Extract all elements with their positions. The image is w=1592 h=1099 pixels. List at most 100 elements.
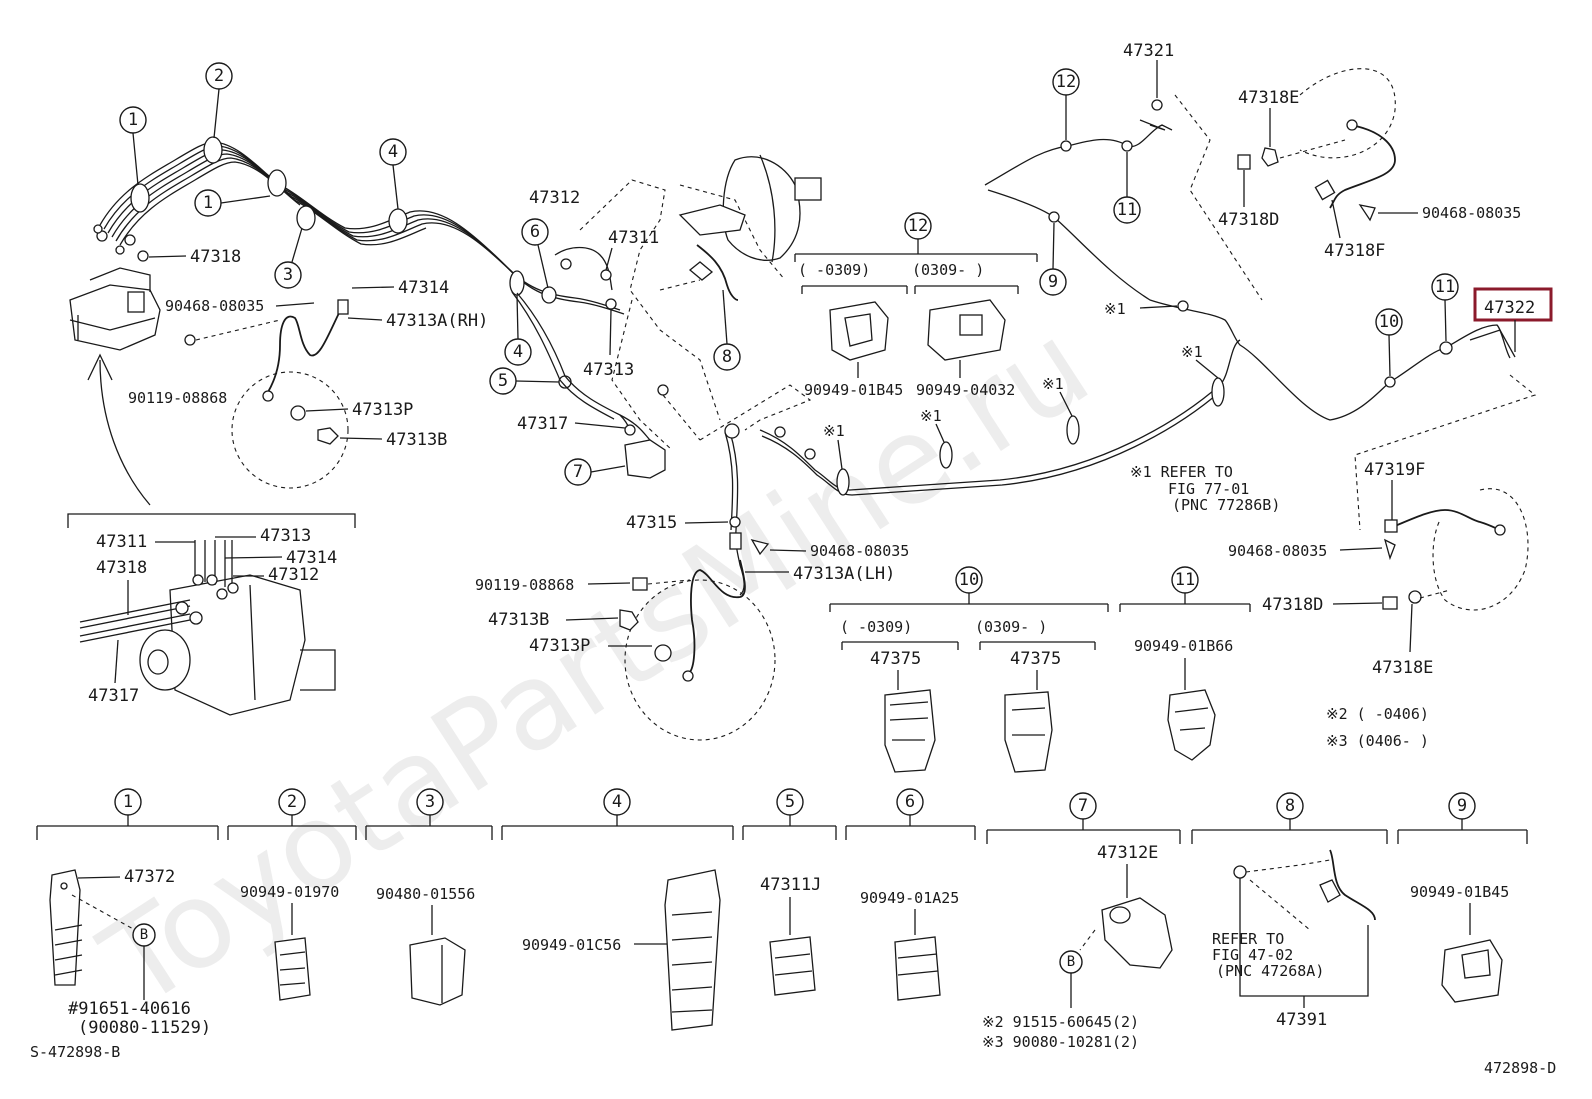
callout-7: 7 bbox=[573, 462, 583, 482]
bottom-group-7: 7 47312E B ※2 91515-60645(2) ※3 90080-10… bbox=[982, 792, 1181, 1051]
label-47318d-top: 47318D bbox=[1218, 210, 1279, 230]
callout-4b: 4 bbox=[513, 342, 523, 362]
label-47312: 47312 bbox=[529, 188, 580, 208]
label-47375-a: 47375 bbox=[870, 649, 921, 669]
label-47318e-right: 47318E bbox=[1372, 658, 1433, 678]
label-47313p-left: 47313P bbox=[352, 400, 413, 420]
bottom-group-6: 6 90949-01A25 bbox=[845, 788, 976, 1001]
label-47318f: 47318F bbox=[1324, 241, 1385, 261]
note-2: ※2 ( -0406) bbox=[1326, 705, 1429, 723]
group-12-range-a: ( -0309) bbox=[798, 261, 870, 279]
callout-10: 10 bbox=[1379, 312, 1399, 332]
mark-1-c: ※1 bbox=[1042, 375, 1064, 393]
callout-8: 8 bbox=[722, 347, 732, 367]
bottom-label-90480-01556: 90480-01556 bbox=[376, 885, 475, 903]
callout-3: 3 bbox=[283, 265, 293, 285]
brake-hose-rh bbox=[184, 299, 349, 489]
mark-1-a: ※1 bbox=[1104, 300, 1126, 318]
label-47313a-rh: 47313A(RH) bbox=[386, 311, 488, 331]
bottom-b-label-1: B bbox=[140, 927, 148, 943]
brake-booster bbox=[657, 154, 822, 441]
mark-1-b: ※1 bbox=[1181, 343, 1203, 361]
bottom-label-90080-11529: (90080-11529) bbox=[78, 1018, 211, 1038]
group-10-range-a: ( -0309) bbox=[840, 618, 912, 636]
callout-2: 2 bbox=[214, 66, 224, 86]
label-47315: 47315 bbox=[626, 513, 677, 533]
bottom-group-9: 9 90949-01B45 bbox=[1397, 792, 1528, 1003]
callout-1a: 1 bbox=[128, 110, 138, 130]
inset-label-47313: 47313 bbox=[260, 526, 311, 546]
refer-note-1: ※1 REFER TO bbox=[1130, 463, 1233, 481]
bottom-label-91651: #91651-40616 bbox=[68, 999, 191, 1019]
bottom-group-7-num: 7 bbox=[1078, 796, 1088, 816]
callout-9: 9 bbox=[1048, 272, 1058, 292]
bottom-b-label-7: B bbox=[1067, 954, 1075, 970]
bottom-note-2: ※2 91515-60645(2) bbox=[982, 1013, 1139, 1031]
label-47313b-left: 47313B bbox=[386, 430, 447, 450]
inset-label-47312: 47312 bbox=[268, 565, 319, 585]
label-47318e-top: 47318E bbox=[1238, 88, 1299, 108]
callout-5: 5 bbox=[498, 371, 508, 391]
label-90468-mid: 90468-08035 bbox=[810, 542, 909, 560]
bottom-label-90949-01970: 90949-01970 bbox=[240, 883, 339, 901]
label-47322[interactable]: 47322 bbox=[1484, 298, 1535, 318]
label-47375-b: 47375 bbox=[1010, 649, 1061, 669]
right-labels: 47321 12 11 9 47318E 47318D 47318F 90468… bbox=[823, 41, 1553, 750]
middle-fittings: 47312 47311 47313 47317 bbox=[517, 179, 721, 479]
label-47317: 47317 bbox=[517, 414, 568, 434]
label-90468-left: 90468-08035 bbox=[165, 297, 264, 315]
label-47314: 47314 bbox=[398, 278, 449, 298]
label-47318d-right: 47318D bbox=[1262, 595, 1323, 615]
bottom-label-47372: 47372 bbox=[124, 867, 175, 887]
bottom-group-3-num: 3 bbox=[425, 792, 435, 812]
label-47313: 47313 bbox=[583, 360, 634, 380]
callout-6: 6 bbox=[530, 222, 540, 242]
highlight-box-47322[interactable] bbox=[1473, 287, 1553, 322]
inset-label-47317: 47317 bbox=[88, 686, 139, 706]
bottom-label-47391: 47391 bbox=[1276, 1010, 1327, 1030]
bottom-label-90949-01c56: 90949-01C56 bbox=[522, 936, 621, 954]
diagram-code-left: S-472898-B bbox=[30, 1043, 120, 1061]
bottom-group-4: 4 90949-01C56 bbox=[501, 788, 734, 1031]
label-90119-left: 90119-08868 bbox=[128, 389, 227, 407]
label-90468-right: 90468-08035 bbox=[1228, 542, 1327, 560]
callout-11b: 11 bbox=[1435, 277, 1455, 297]
bottom-label-90949-01b45: 90949-01B45 bbox=[1410, 883, 1509, 901]
bottom-refer-2: FIG 47-02 bbox=[1212, 946, 1293, 964]
refer-note-3: (PNC 77286B) bbox=[1172, 496, 1280, 514]
group-12: 12 ( -0309) (0309- ) 90949-01B45 90949-0… bbox=[794, 212, 1038, 399]
label-90949-04032: 90949-04032 bbox=[916, 381, 1015, 399]
bottom-refer-3: (PNC 47268A) bbox=[1216, 962, 1324, 980]
bottom-group-6-num: 6 bbox=[905, 792, 915, 812]
label-47321: 47321 bbox=[1123, 41, 1174, 61]
group-10-num: 10 bbox=[959, 570, 979, 590]
bottom-group-2-num: 2 bbox=[287, 792, 297, 812]
bottom-refer-1: REFER TO bbox=[1212, 930, 1284, 948]
bottom-group-1: 1 47372 B #91651-40616 (90080-11529) bbox=[36, 788, 219, 1038]
bottom-group-9-num: 9 bbox=[1457, 796, 1467, 816]
bottom-group-5: 5 47311J bbox=[742, 788, 837, 996]
label-90949-01b66: 90949-01B66 bbox=[1134, 637, 1233, 655]
brake-hose-lh: 47315 90468-08035 90119-08868 47313A(LH)… bbox=[475, 513, 909, 741]
bottom-group-5-num: 5 bbox=[785, 792, 795, 812]
group-11-num: 11 bbox=[1175, 570, 1195, 590]
bottom-group-3: 3 90480-01556 bbox=[365, 788, 493, 1006]
mark-1-d: ※1 bbox=[920, 407, 942, 425]
bottom-label-47311j: 47311J bbox=[760, 875, 821, 895]
group-11: 11 90949-01B66 bbox=[1119, 566, 1251, 761]
inset-label-47311: 47311 bbox=[96, 532, 147, 552]
callout-4a: 4 bbox=[388, 142, 398, 162]
callout-1b: 1 bbox=[203, 193, 213, 213]
inset-abs-detail: 47311 47313 47318 47314 47312 47317 bbox=[67, 513, 356, 716]
bottom-group-1-num: 1 bbox=[123, 792, 133, 812]
label-47318: 47318 bbox=[190, 247, 241, 267]
right-tubes bbox=[984, 68, 1537, 611]
bottom-label-90949-01a25: 90949-01A25 bbox=[860, 889, 959, 907]
bottom-group-2: 2 90949-01970 bbox=[227, 788, 357, 1001]
bottom-group-8: 8 REFER TO FIG 47-02 (PNC 47268A) 47391 bbox=[1191, 792, 1388, 1030]
diagram-code-right: 472898-D bbox=[1484, 1059, 1556, 1077]
label-47313p-mid: 47313P bbox=[529, 636, 590, 656]
abs-actuator bbox=[69, 267, 161, 351]
bottom-note-3: ※3 90080-10281(2) bbox=[982, 1033, 1139, 1051]
